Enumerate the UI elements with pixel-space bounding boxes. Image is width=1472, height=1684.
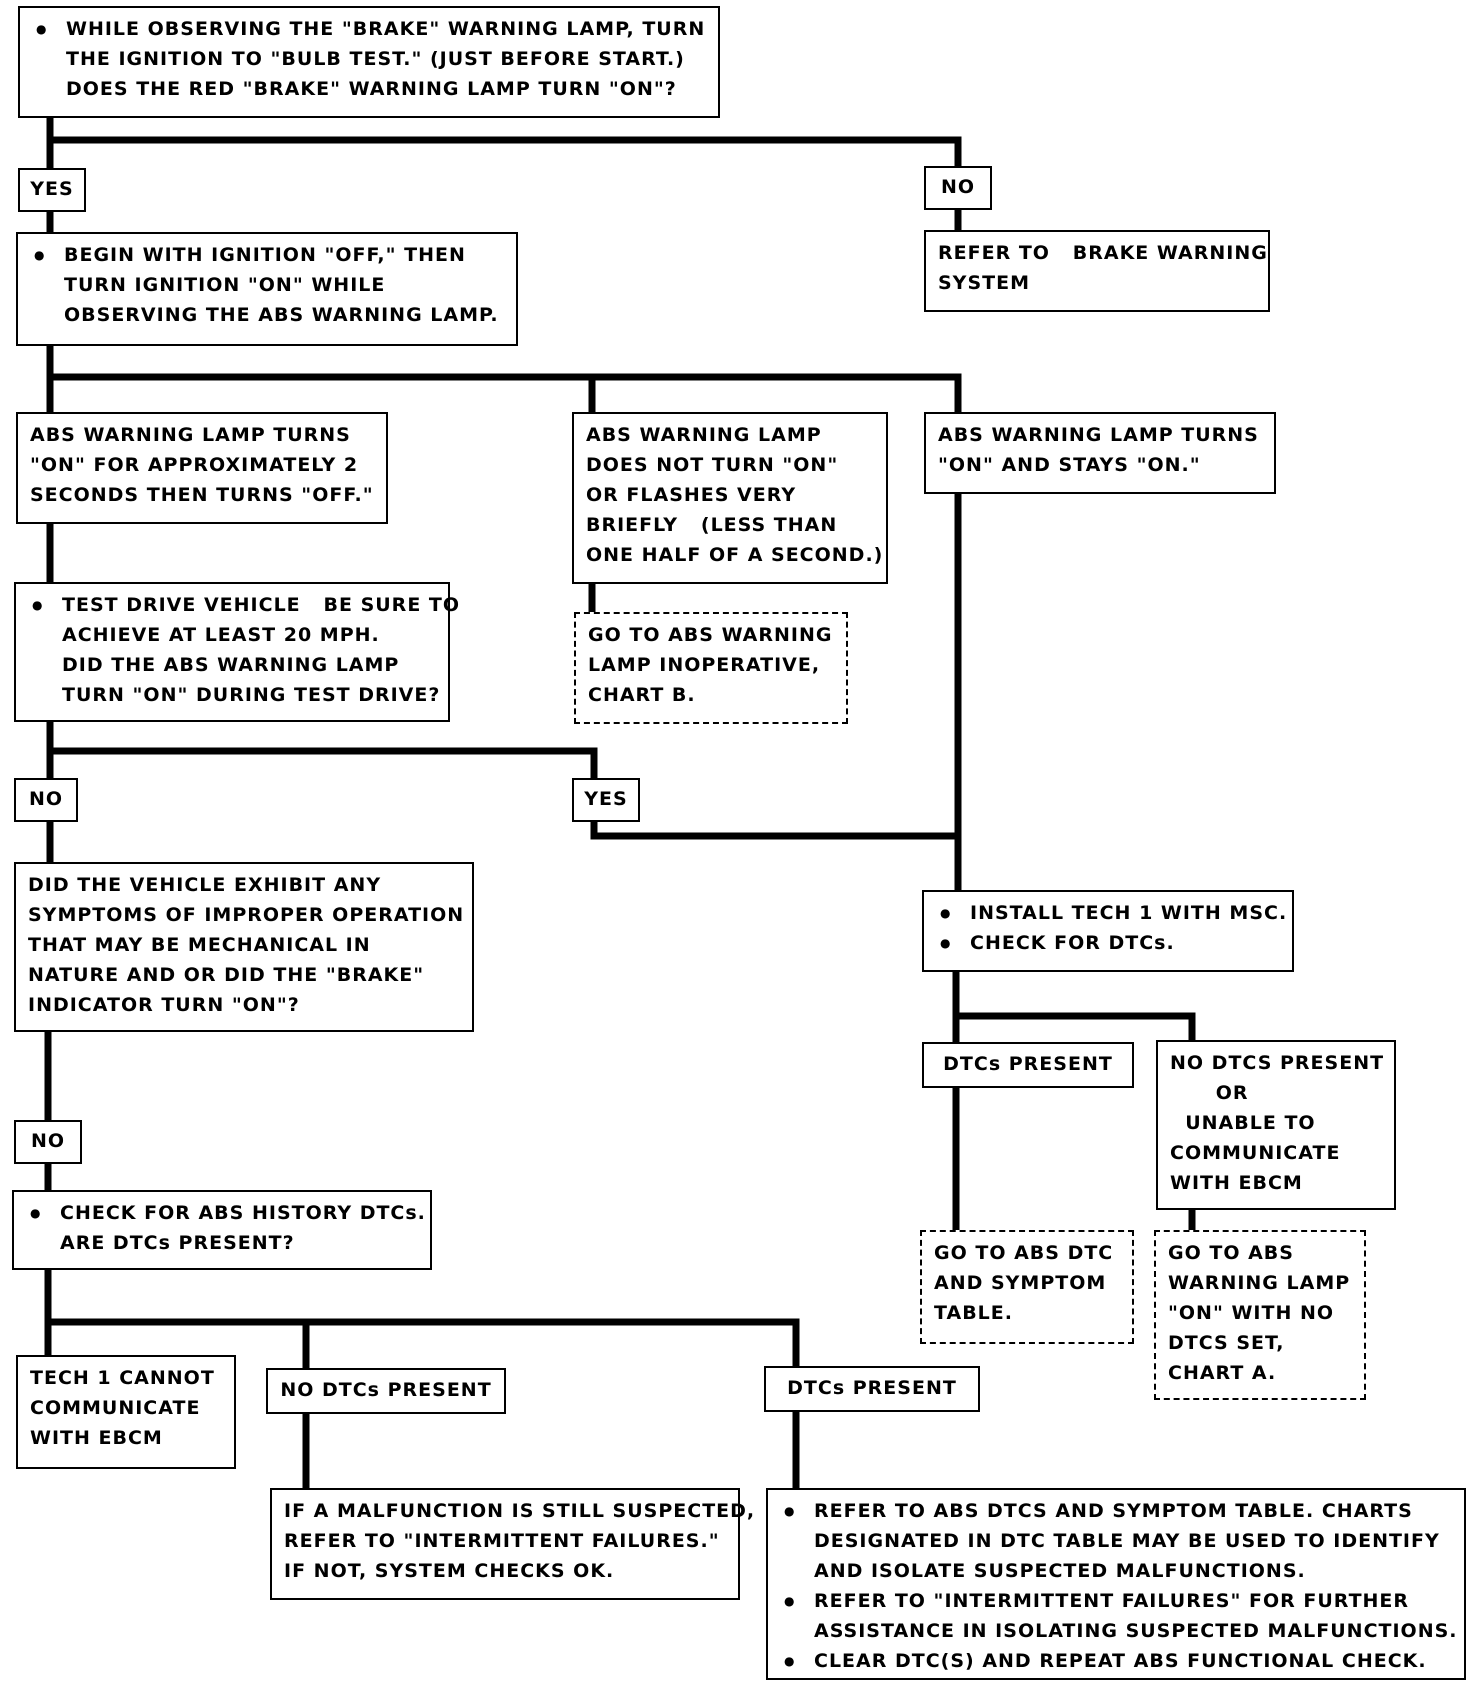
dtcs-present-label-right: DTCs PRESENT <box>922 1042 1134 1088</box>
refer-brake-warning-box: REFER TO BRAKE WARNING SYSTEM <box>924 230 1270 312</box>
symptom-table-box: GO TO ABS DTC AND SYMPTOM TABLE. <box>920 1230 1134 1344</box>
brake-lamp-question-text: WHILE OBSERVING THE "BRAKE" WARNING LAMP… <box>32 14 708 104</box>
chart-b-text: GO TO ABS WARNING LAMP INOPERATIVE, CHAR… <box>588 624 833 706</box>
yes-label-1: YES <box>18 168 86 212</box>
abs-history-text: CHECK FOR ABS HISTORY DTCs. ARE DTCs PRE… <box>26 1198 425 1258</box>
symptoms-question-box: DID THE VEHICLE EXHIBIT ANY SYMPTOMS OF … <box>14 862 474 1032</box>
no-label-2: NO <box>14 778 78 822</box>
no-label-3: NO <box>14 1120 82 1164</box>
abs-stays-on-text: ABS WARNING LAMP TURNS "ON" AND STAYS "O… <box>938 424 1259 476</box>
refer-brake-warning-text: REFER TO BRAKE WARNING SYSTEM <box>938 242 1268 294</box>
final-steps-box: REFER TO ABS DTCs AND SYMPTOM TABLE. CHA… <box>766 1488 1466 1680</box>
symptom-table-text: GO TO ABS DTC AND SYMPTOM TABLE. <box>934 1242 1114 1324</box>
abs-not-on-box: ABS WARNING LAMP DOES NOT TURN "ON" OR F… <box>572 412 888 584</box>
final-step-refer-table: REFER TO ABS DTCs AND SYMPTOM TABLE. CHA… <box>780 1496 1454 1586</box>
symptoms-question-text: DID THE VEHICLE EXHIBIT ANY SYMPTOMS OF … <box>28 874 465 1016</box>
no-label-1: NO <box>924 166 992 210</box>
no-dtcs-or-unable-text: NO DTCs PRESENT OR UNABLE TO COMMUNICATE… <box>1170 1052 1385 1194</box>
tech1-cannot-communicate-box: TECH 1 CANNOT COMMUNICATE WITH EBCM <box>16 1355 236 1469</box>
begin-ignition-box: BEGIN WITH IGNITION "OFF," THEN TURN IGN… <box>16 232 518 346</box>
abs-history-box: CHECK FOR ABS HISTORY DTCs. ARE DTCs PRE… <box>12 1190 432 1270</box>
dtcs-present-label-bottom: DTCs PRESENT <box>764 1366 980 1412</box>
begin-ignition-text: BEGIN WITH IGNITION "OFF," THEN TURN IGN… <box>30 240 506 330</box>
install-tech1-item: INSTALL TECH 1 WITH MSC. <box>936 898 1286 928</box>
no-dtcs-or-unable-box: NO DTCs PRESENT OR UNABLE TO COMMUNICATE… <box>1156 1040 1396 1210</box>
intermittent-failures-box: IF A MALFUNCTION IS STILL SUSPECTED, REF… <box>270 1488 756 1600</box>
brake-lamp-question-box: WHILE OBSERVING THE "BRAKE" WARNING LAMP… <box>18 6 720 118</box>
no-dtcs-present-label-bottom: NO DTCs PRESENT <box>266 1368 506 1414</box>
abs-stays-on-box: ABS WARNING LAMP TURNS "ON" AND STAYS "O… <box>924 412 1276 494</box>
chart-a-text: GO TO ABS WARNING LAMP "ON" WITH NO DTCs… <box>1168 1242 1351 1384</box>
test-drive-text: TEST DRIVE VEHICLE BE SURE TO ACHIEVE AT… <box>28 590 459 710</box>
yes-label-2: YES <box>572 778 640 822</box>
final-step-clear-dtcs: CLEAR DTC(S) AND REPEAT ABS FUNCTIONAL C… <box>780 1646 1454 1676</box>
abs-not-on-text: ABS WARNING LAMP DOES NOT TURN "ON" OR F… <box>586 424 884 566</box>
test-drive-box: TEST DRIVE VEHICLE BE SURE TO ACHIEVE AT… <box>14 582 459 722</box>
install-tech1-box: INSTALL TECH 1 WITH MSC. CHECK FOR DTCs. <box>922 890 1294 972</box>
final-step-intermittent: REFER TO "INTERMITTENT FAILURES" FOR FUR… <box>780 1586 1457 1646</box>
chart-a-box: GO TO ABS WARNING LAMP "ON" WITH NO DTCs… <box>1154 1230 1366 1400</box>
tech1-cannot-communicate-text: TECH 1 CANNOT COMMUNICATE WITH EBCM <box>30 1367 215 1449</box>
abs-2-seconds-box: ABS WARNING LAMP TURNS "ON" FOR APPROXIM… <box>16 412 388 524</box>
chart-b-box: GO TO ABS WARNING LAMP INOPERATIVE, CHAR… <box>574 612 848 724</box>
abs-2-seconds-text: ABS WARNING LAMP TURNS "ON" FOR APPROXIM… <box>30 424 374 506</box>
intermittent-failures-text: IF A MALFUNCTION IS STILL SUSPECTED, REF… <box>284 1500 756 1582</box>
check-dtcs-item: CHECK FOR DTCs. <box>936 928 1282 958</box>
